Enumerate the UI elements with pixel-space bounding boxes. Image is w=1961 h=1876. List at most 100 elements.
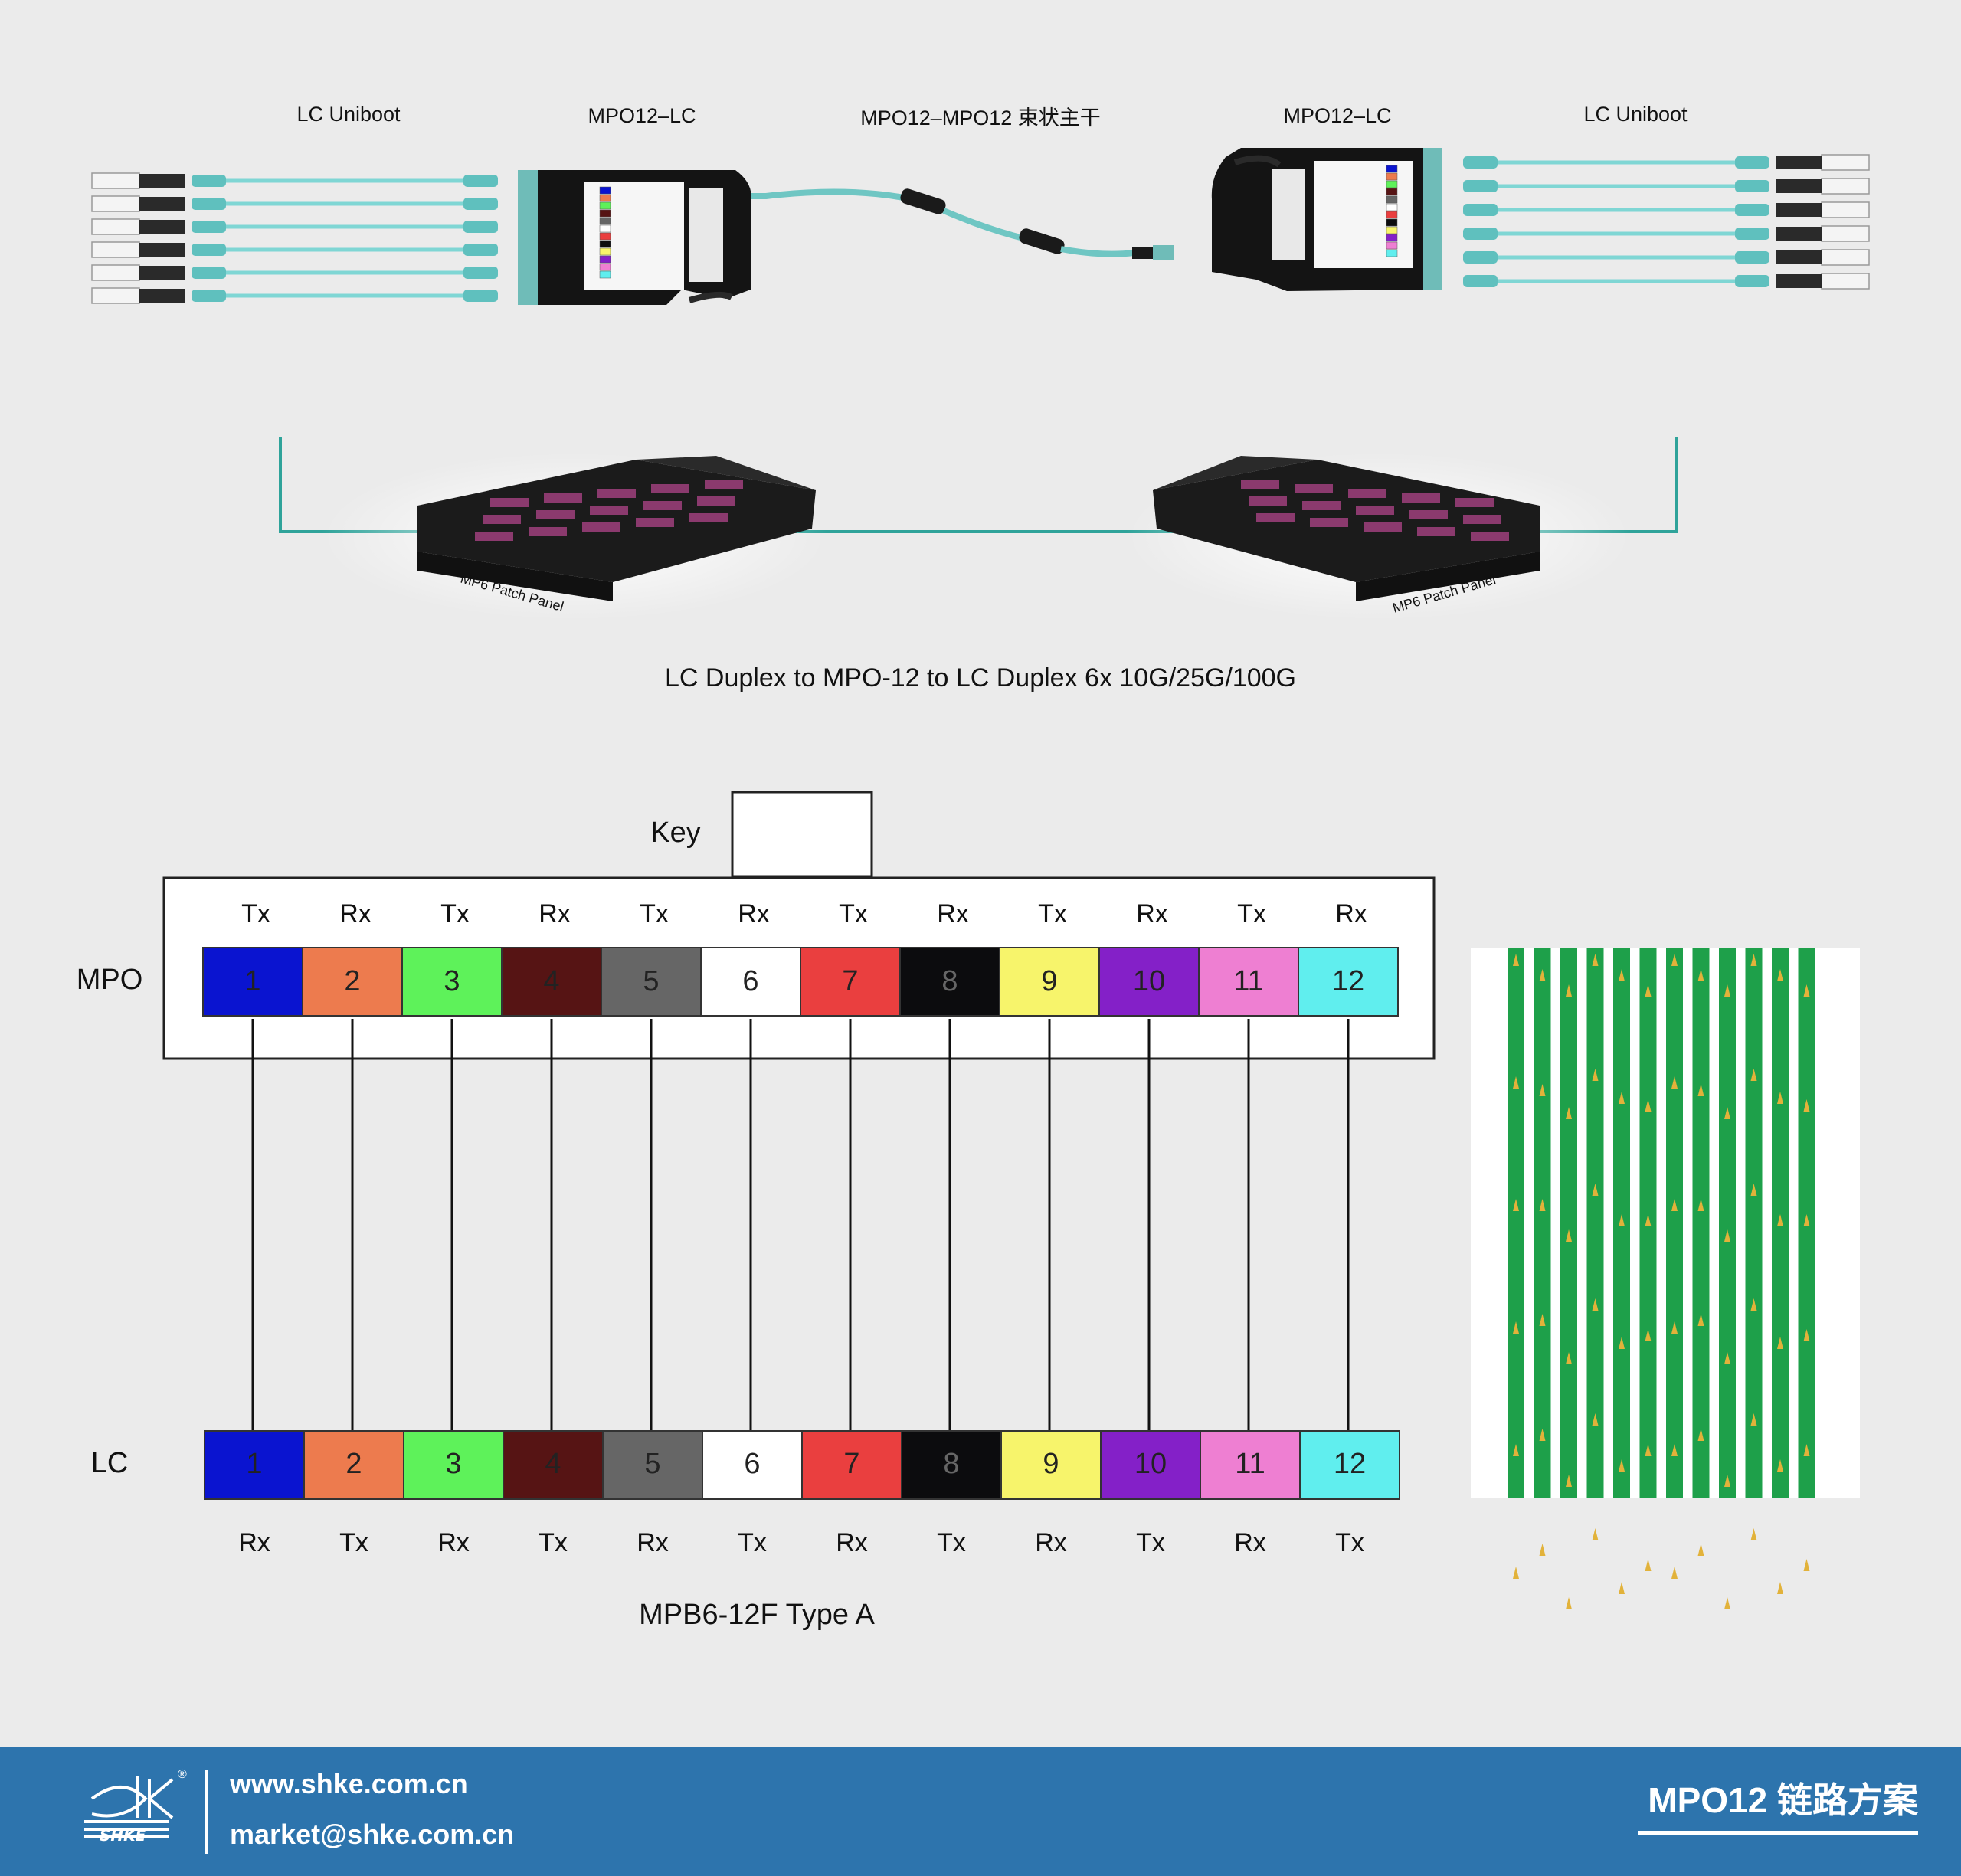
ribbon-marker: [1513, 1076, 1519, 1089]
left-lc-uniboot-fibers: [192, 175, 498, 302]
sfp-transceiver: [1821, 249, 1870, 266]
ribbon-marker: [1697, 1084, 1704, 1096]
lc-fiber-cell: [303, 1430, 404, 1500]
mpo-fiber-cell: [1098, 947, 1200, 1017]
panel-port: [1402, 493, 1440, 503]
lc-row-label: LC: [91, 1447, 129, 1479]
ribbon-marker: [1803, 1329, 1810, 1341]
ribbon-marker: [1513, 1444, 1519, 1456]
mpo-direction-label: Tx: [440, 899, 470, 928]
ribbon-marker: [1566, 1229, 1572, 1242]
lc-direction-label: Rx: [437, 1528, 470, 1557]
mpo-fiber-cell: [1298, 947, 1399, 1017]
ribbon-marker: [1592, 1069, 1599, 1081]
lc-uniboot-connector: [1735, 156, 1769, 169]
mpo-fiber-number: 8: [941, 965, 958, 997]
left-patch-panel: [322, 452, 827, 620]
link-illustration: [91, 148, 1870, 305]
ribbon-marker: [1803, 1444, 1810, 1456]
panel-port: [1295, 484, 1333, 493]
cassette-color-swatch: [599, 255, 611, 264]
ribbon-marker: [1750, 1069, 1757, 1081]
label-mpo-trunk: MPO12–MPO12 束状主干: [860, 106, 1101, 129]
mpo-fiber-cell: [302, 947, 403, 1017]
lc-uniboot-connector: [192, 290, 226, 302]
cassette-color-swatch: [599, 194, 611, 202]
panel-port: [590, 506, 628, 515]
ribbon-marker: [1513, 1199, 1519, 1211]
panel-port: [1348, 489, 1386, 498]
ribbon-marker: [1777, 1459, 1783, 1472]
mpo-fiber-number: 12: [1332, 965, 1364, 997]
panel-port: [1249, 496, 1287, 506]
ribbon-marker: [1592, 954, 1599, 966]
panel-port: [705, 480, 743, 489]
label-mpo12-lc-right: MPO12–LC: [1283, 104, 1392, 127]
panel-port: [536, 510, 575, 519]
lc-uniboot-connector: [192, 198, 226, 210]
ribbon-marker: [1645, 1214, 1652, 1226]
footer-website-link[interactable]: www.shke.com.cn: [230, 1768, 468, 1799]
mpo-row-label: MPO: [77, 964, 143, 996]
lc-direction-label: Rx: [836, 1528, 868, 1557]
ribbon-marker: [1619, 1459, 1625, 1472]
lc-direction-label: Rx: [1234, 1528, 1266, 1557]
panel-port: [544, 493, 582, 503]
sfp-transceiver: [91, 264, 140, 281]
lc-direction-label: Rx: [637, 1528, 669, 1557]
panel-port: [597, 489, 636, 498]
ribbon-fiber-image: [1471, 948, 1860, 1609]
ribbon-marker: [1724, 1352, 1730, 1364]
lc-uniboot-connector: [1463, 204, 1498, 216]
ribbon-marker: [1671, 1321, 1678, 1334]
ribbon-strand: [1666, 948, 1683, 1498]
lc-fiber-cell: [1200, 1430, 1301, 1500]
ribbon-marker: [1566, 1597, 1572, 1609]
lc-uniboot-connector: [1463, 275, 1498, 287]
lc-direction-label: Tx: [738, 1528, 767, 1557]
mpo-fiber-cell: [700, 947, 801, 1017]
sfp-latch: [139, 243, 185, 257]
cassette-color-swatch: [599, 201, 611, 210]
mpo-trunk-cable: [751, 188, 1174, 260]
lc-fiber-number: 5: [644, 1448, 660, 1480]
footer-title: MPO12 链路方案: [1648, 1780, 1918, 1820]
ribbon-marker: [1777, 1582, 1783, 1594]
lc-fiber-number: 3: [445, 1448, 461, 1480]
ribbon-marker: [1566, 1475, 1572, 1487]
ribbon-strand: [1586, 948, 1604, 1498]
sfp-transceiver: [91, 287, 140, 304]
ribbon-marker: [1697, 1429, 1704, 1441]
lc-fiber-number: 2: [345, 1448, 362, 1480]
mpo-direction-label: Rx: [937, 899, 969, 928]
lc-direction-label: Rx: [1035, 1528, 1067, 1557]
lc-uniboot-connector: [1463, 156, 1498, 169]
cassette-color-swatch: [1386, 249, 1398, 257]
footer-email-link[interactable]: market@shke.com.cn: [230, 1819, 515, 1850]
ribbon-marker: [1645, 1099, 1652, 1112]
lc-uniboot-connector: [463, 198, 498, 210]
mpo-direction-label: Tx: [1237, 899, 1266, 928]
mpo-fiber-cell: [202, 947, 303, 1017]
cassette-color-swatch: [1386, 195, 1398, 204]
mpo-fiber-number: 9: [1041, 965, 1057, 997]
lc-fiber-number: 11: [1235, 1448, 1265, 1480]
lc-fiber-number: 1: [246, 1448, 262, 1480]
right-transceivers: [1776, 154, 1870, 290]
ribbon-marker: [1619, 1582, 1625, 1594]
sfp-transceiver: [1821, 154, 1870, 171]
mpo-direction-label: Rx: [539, 899, 571, 928]
mpo-direction-label: Tx: [839, 899, 868, 928]
sfp-latch: [139, 174, 185, 188]
ribbon-marker: [1750, 1184, 1757, 1196]
mpo-fiber-cell: [501, 947, 602, 1017]
ribbon-marker: [1750, 954, 1757, 966]
cassette-color-swatch: [599, 209, 611, 218]
ribbon-strand: [1560, 948, 1577, 1498]
ribbon-marker: [1724, 1475, 1730, 1487]
ribbon-marker: [1697, 1199, 1704, 1211]
lc-fiber-cell: [801, 1430, 902, 1500]
mpo-fiber-number: 2: [344, 965, 360, 997]
